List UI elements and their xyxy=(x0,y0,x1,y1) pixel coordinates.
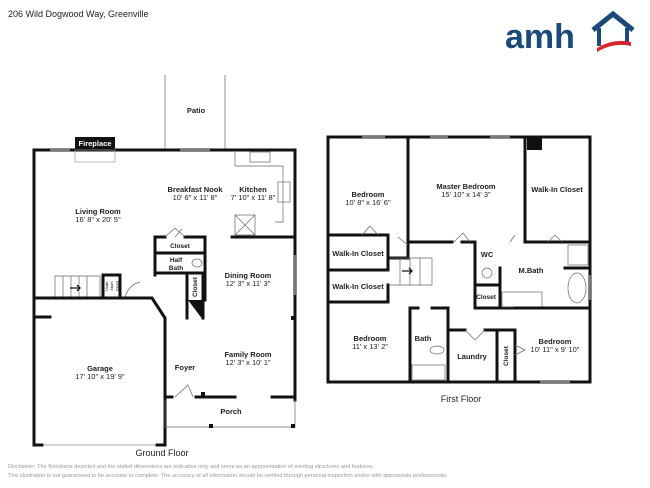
disclaimer-line-1: Disclaimer: The floorplans depicted and … xyxy=(8,464,374,470)
room-living-dim: 16' 8" x 20' 5" xyxy=(75,215,121,224)
room-closet-2: Closet xyxy=(192,276,199,297)
room-wic2: Walk-In Closet xyxy=(332,282,384,291)
room-wc: WC xyxy=(481,250,494,259)
disclaimer-line-2: This illustration is not guaranteed to b… xyxy=(8,473,448,479)
room-bedroom2-name: Bedroom xyxy=(354,334,387,343)
room-half-bath-2: Bath xyxy=(169,265,183,272)
room-garage-dim: 17' 10" x 19' 9" xyxy=(75,372,125,381)
fireplace-label: Fireplace xyxy=(79,139,112,148)
room-laundry: Laundry xyxy=(457,352,487,361)
fireplace xyxy=(75,137,115,150)
first-floor-title: First Floor xyxy=(441,394,482,404)
room-wic-master: Walk-In Closet xyxy=(531,185,583,194)
room-patio: Patio xyxy=(187,106,206,115)
stairs-first xyxy=(390,257,433,286)
room-living-name: Living Room xyxy=(75,207,121,216)
room-closet: Closet xyxy=(170,243,191,250)
room-bedroom1-name: Bedroom xyxy=(352,190,385,199)
swoosh-icon xyxy=(597,40,631,52)
room-porch: Porch xyxy=(220,407,242,416)
room-master-name: Master Bedroom xyxy=(436,182,496,191)
room-nook-name: Breakfast Nook xyxy=(167,185,223,194)
room-bedroom1-dim: 10' 8" x 16' 6" xyxy=(345,198,391,207)
room-mbath: M.Bath xyxy=(519,266,544,275)
room-bedroom3-dim: 10' 11" x 9' 10" xyxy=(531,345,580,354)
stairs-arrow-icon xyxy=(70,284,81,292)
room-kitchen-dim: 7' 10" x 11' 8" xyxy=(231,193,276,202)
stairs xyxy=(54,275,101,298)
stairs-arrow-icon xyxy=(402,267,413,275)
room-wic1: Walk-In Closet xyxy=(332,249,384,258)
ground-floor-title: Ground Floor xyxy=(135,448,188,458)
house-wall-icon xyxy=(597,28,629,46)
ground-floor-plan: Patio Fireplace Living Room 16' 8" x 20'… xyxy=(32,75,297,458)
room-master-dim: 15' 10" x 14' 3" xyxy=(441,190,491,199)
room-bedroom2-dim: 11' x 13' 2" xyxy=(352,342,388,351)
logo-text: amh xyxy=(505,18,575,53)
under-stairs-closet: UnderStairsCloset xyxy=(105,280,120,291)
room-kitchen-name: Kitchen xyxy=(239,185,267,194)
amh-logo: amh xyxy=(505,10,635,53)
room-bedroom3-name: Bedroom xyxy=(539,337,572,346)
room-closet-first: Closet xyxy=(503,345,510,366)
room-garage-name: Garage xyxy=(87,364,113,373)
room-family-dim: 12' 3" x 10' 1" xyxy=(225,358,271,367)
house-roof-icon xyxy=(591,10,635,32)
room-foyer: Foyer xyxy=(175,363,196,372)
property-address: 206 Wild Dogwood Way, Greenville xyxy=(8,9,149,19)
first-floor-plan: Bedroom 10' 8" x 16' 6" Master Bedroom 1… xyxy=(326,135,592,404)
room-nook-dim: 10' 6" x 11' 8" xyxy=(173,193,218,202)
room-dining-name: Dining Room xyxy=(225,271,272,280)
room-bath: Bath xyxy=(415,334,432,343)
room-half-bath-1: Half xyxy=(170,257,183,264)
room-closet-mbath: Closet xyxy=(476,294,497,301)
room-dining-dim: 12' 3" x 11' 3" xyxy=(226,279,271,288)
room-family-name: Family Room xyxy=(224,350,271,359)
